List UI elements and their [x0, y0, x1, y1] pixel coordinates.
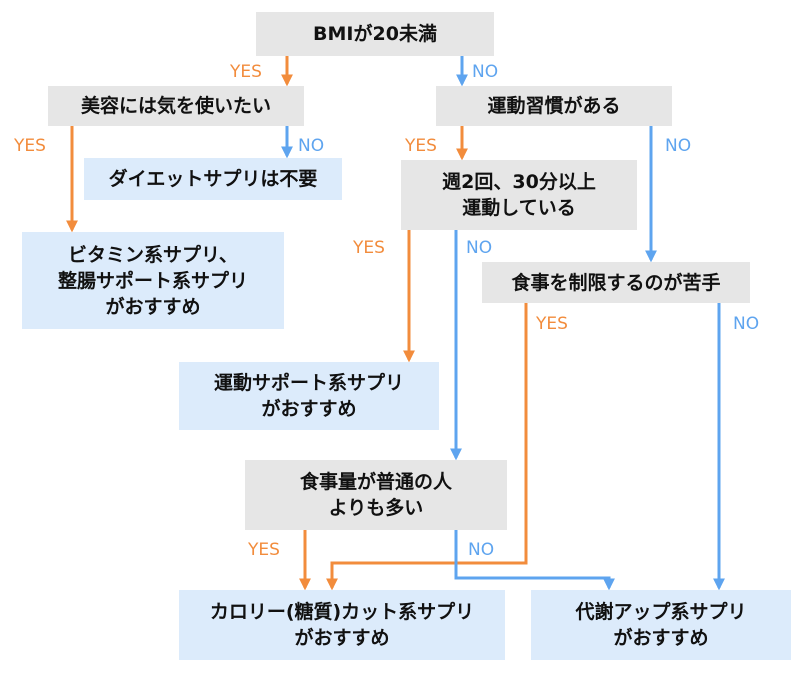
result-no-diet-supplement: ダイエットサプリは不要 [84, 158, 342, 200]
result-calorie-cut-supplement: カロリー(糖質)カット系サプリ がおすすめ [179, 590, 505, 660]
label-yes-limit: YES [536, 314, 568, 334]
node-exercise-habit: 運動習慣がある [436, 86, 672, 126]
node-eats-more-than-average: 食事量が普通の人 よりも多い [245, 460, 507, 530]
label-yes-twice: YES [353, 238, 385, 258]
result-vitamin-gut-supplement: ビタミン系サプリ、 整腸サポート系サプリ がおすすめ [22, 232, 284, 329]
result-metabolism-supplement: 代謝アップ系サプリ がおすすめ [531, 590, 791, 660]
label-yes-bmi: YES [230, 62, 262, 82]
arrow-limit-yes [326, 303, 528, 591]
label-no-beauty: NO [298, 136, 325, 156]
result-exercise-support-supplement: 運動サポート系サプリ がおすすめ [179, 362, 439, 430]
node-bmi-under-20: BMIが20未満 [256, 12, 494, 56]
label-no-limit: NO [733, 314, 760, 334]
node-beauty-conscious: 美容には気を使いたい [48, 86, 304, 126]
label-yes-eat: YES [248, 540, 280, 560]
node-exercise-twice-weekly: 週2回、30分以上 運動している [401, 160, 637, 230]
label-no-eat: NO [468, 540, 495, 560]
label-no-twice: NO [466, 238, 493, 258]
arrow-eat-no [454, 530, 615, 591]
node-hard-to-limit-food: 食事を制限するのが苦手 [482, 262, 750, 303]
label-no-bmi: NO [472, 62, 499, 82]
label-yes-beauty: YES [14, 136, 46, 156]
label-no-habit: NO [665, 136, 692, 156]
label-yes-habit: YES [405, 136, 437, 156]
